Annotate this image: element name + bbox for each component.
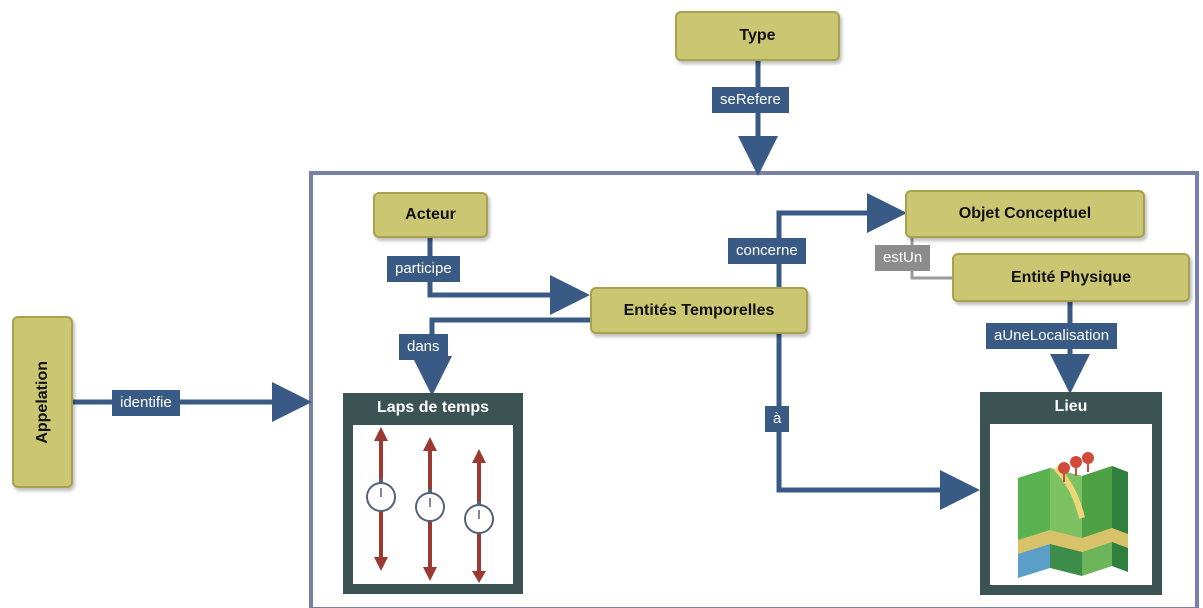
se-refere-label: seRefere bbox=[712, 87, 789, 113]
dans-connector bbox=[412, 317, 590, 396]
a-connector bbox=[776, 334, 980, 510]
stopwatch-arrow-3 bbox=[464, 449, 494, 583]
a-une-localisation-label: aUneLocalisation bbox=[986, 323, 1118, 349]
stopwatch-icon bbox=[366, 427, 494, 583]
laps-de-temps-content bbox=[353, 425, 513, 584]
stopwatch-arrow-2 bbox=[415, 437, 445, 581]
est-un-label: estUn bbox=[875, 245, 931, 271]
entites-temporelles-node: Entités Temporelles bbox=[590, 287, 808, 334]
participe-label: participe bbox=[387, 256, 460, 282]
map-pins-icon bbox=[1018, 452, 1128, 578]
lieu-panel: Lieu bbox=[980, 392, 1162, 595]
laps-de-temps-title: Laps de temps bbox=[376, 399, 490, 416]
entites-temporelles-label: Entités Temporelles bbox=[623, 301, 775, 319]
laps-de-temps-panel: Laps de temps bbox=[343, 393, 523, 594]
type-label: Type bbox=[739, 27, 776, 44]
entite-physique-label: Entité Physique bbox=[1010, 268, 1132, 286]
dans-label: dans bbox=[399, 334, 448, 360]
appelation-node: Appelation bbox=[12, 316, 73, 488]
identifie-label: identifie bbox=[112, 390, 180, 416]
acteur-label: Acteur bbox=[405, 206, 456, 223]
lieu-content bbox=[990, 424, 1152, 585]
concerne-label: concerne bbox=[728, 238, 806, 264]
acteur-node: Acteur bbox=[373, 192, 488, 238]
objet-conceptuel-label: Objet Conceptuel bbox=[958, 205, 1092, 222]
stopwatch-arrow-1 bbox=[366, 427, 396, 571]
entite-physique-node: Entité Physique bbox=[952, 253, 1190, 302]
appelation-label: Appelation bbox=[33, 360, 51, 444]
a-label: à bbox=[765, 406, 790, 432]
type-node: Type bbox=[675, 11, 840, 61]
objet-conceptuel-node: Objet Conceptuel bbox=[905, 190, 1145, 238]
lieu-title: Lieu bbox=[1054, 398, 1088, 415]
